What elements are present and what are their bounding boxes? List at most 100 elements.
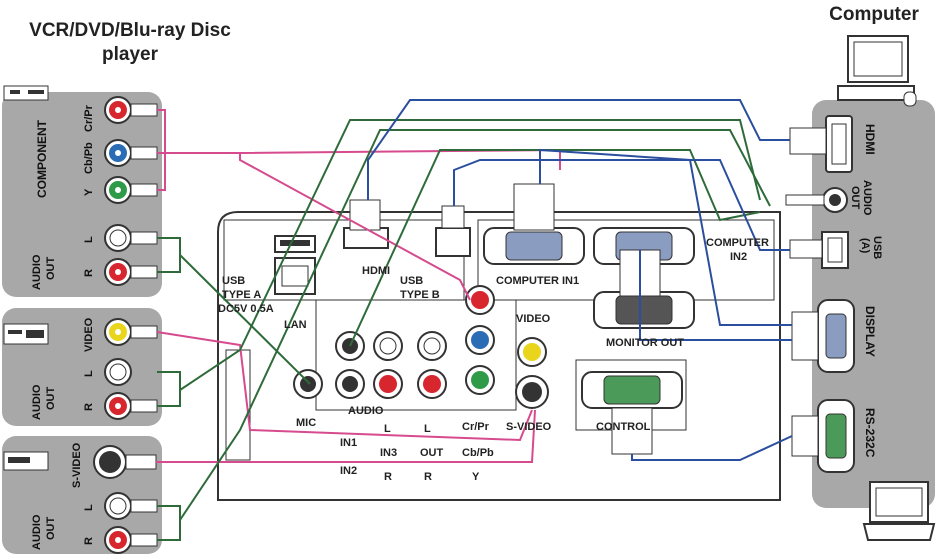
- label-audio: AUDIO: [348, 405, 384, 417]
- port-audio-out: [785, 187, 848, 213]
- projector-jack-row-top: [335, 285, 495, 395]
- blue-cable-monitor-out: [639, 250, 792, 341]
- label-proj-cb-pb: Cb/Pb: [462, 447, 494, 459]
- label-usb-type-a-2: TYPE A: [222, 289, 261, 301]
- green-cable-audio-1: [179, 254, 311, 385]
- label-proj-video: VIDEO: [516, 313, 551, 325]
- label-in2: IN2: [340, 465, 357, 477]
- projector-connectors: [274, 183, 695, 455]
- projector-svideo-jack: [515, 375, 549, 409]
- label-video: VIDEO: [83, 317, 95, 352]
- label-computer-in2-2: IN2: [730, 251, 747, 263]
- label-audio-out-3a: AUDIO: [31, 514, 43, 550]
- label-r-out: R: [424, 471, 432, 483]
- projector-video-jack: [517, 337, 547, 367]
- label-usb-type-b-2: TYPE B: [400, 289, 440, 301]
- label-proj-y: Y: [472, 471, 480, 483]
- label-audio-out-pc-a: AUDIO: [861, 180, 873, 216]
- laptop-icon: [862, 481, 936, 541]
- label-control: CONTROL: [596, 421, 651, 433]
- green-cable-audio-3: [179, 129, 771, 521]
- label-audio-r-1: R: [83, 269, 95, 277]
- jack-audio-l-2: [104, 358, 132, 386]
- label-audio-l-1: L: [83, 236, 95, 243]
- label-usb-pc: USB: [871, 236, 883, 259]
- label-y: Y: [83, 188, 95, 196]
- right-ports: [785, 115, 855, 473]
- blue-cable-hdmi: [367, 99, 790, 200]
- green-audio-bundle-3: [157, 505, 181, 541]
- label-lan: LAN: [284, 319, 307, 331]
- projector-labels: HDMI USB TYPE A DC5V 0.5A LAN USB TYPE B…: [218, 237, 769, 483]
- vcr-icon: [3, 85, 49, 101]
- label-usb-type-a-1: USB: [222, 275, 245, 287]
- usb-type-b-port: [435, 205, 471, 257]
- projector-jack-row-bottom: [293, 369, 447, 399]
- label-audio-out-2a: AUDIO: [31, 384, 43, 420]
- label-proj-svideo: S-VIDEO: [506, 421, 552, 433]
- jack-s-video: [93, 445, 157, 479]
- titles: VCR/DVD/Blu-ray Disc player Computer: [29, 4, 919, 65]
- label-l-out: L: [424, 423, 431, 435]
- jack-video: [104, 318, 158, 346]
- label-out: OUT: [420, 447, 444, 459]
- jack-audio-r-3: [104, 526, 158, 554]
- port-usb-a: [789, 231, 849, 269]
- left-panel-labels: COMPONENT Cr/Pr Cb/Pb Y AUDIO OUT L R VI…: [31, 104, 95, 550]
- label-cr-pr: Cr/Pr: [83, 104, 95, 132]
- label-proj-hdmi: HDMI: [362, 265, 390, 277]
- blue-cable-usb: [453, 159, 790, 251]
- label-proj-cr-pr: Cr/Pr: [462, 421, 490, 433]
- control-port: [581, 371, 683, 455]
- label-audio-out-pc-b: OUT: [849, 186, 861, 210]
- pink-cable-video: [156, 331, 533, 442]
- jack-audio-l-3: [104, 492, 158, 520]
- label-audio-l-2: L: [83, 370, 95, 377]
- label-in1: IN1: [340, 437, 357, 449]
- label-usb-type-b-1: USB: [400, 275, 423, 287]
- label-hdmi-pc: HDMI: [863, 124, 877, 155]
- player-title-line2: player: [102, 44, 159, 65]
- bluray-icon: [3, 451, 49, 471]
- jack-audio-l-1: [104, 224, 158, 252]
- label-audio-out-1b: OUT: [45, 257, 57, 281]
- label-audio-out-3b: OUT: [45, 517, 57, 541]
- label-computer-in2-1: COMPUTER: [706, 237, 769, 249]
- label-audio-out-1a: AUDIO: [31, 254, 43, 290]
- green-cable-audio-2: [179, 119, 761, 391]
- pink-cable-component-bundle: [157, 109, 166, 191]
- player-title-line1: VCR/DVD/Blu-ray Disc: [29, 20, 231, 41]
- label-usb-pc-a: (A): [859, 238, 871, 254]
- port-hdmi: [789, 115, 853, 173]
- lan-port: [274, 257, 316, 295]
- label-usb-type-a-3: DC5V 0.5A: [218, 303, 274, 315]
- label-computer-in1: COMPUTER IN1: [496, 275, 579, 287]
- dvd-icon: [3, 323, 49, 345]
- port-display: [791, 299, 855, 373]
- pink-cable-svideo: [156, 409, 536, 463]
- computer-title: Computer: [829, 4, 919, 25]
- label-audio-out-2b: OUT: [45, 387, 57, 411]
- label-r-in3: R: [384, 471, 392, 483]
- green-cable-audio-out: [349, 149, 761, 347]
- left-jacks: [93, 96, 158, 554]
- usb-type-a-port: [274, 235, 316, 253]
- label-display: DISPLAY: [863, 306, 877, 357]
- label-monitor-out: MONITOR OUT: [606, 337, 684, 349]
- computer-icon: [837, 35, 917, 107]
- port-rs232c: [791, 399, 855, 473]
- label-audio-r-3: R: [83, 537, 95, 545]
- blue-cable-display-in1: [539, 148, 792, 326]
- label-cb-pb: Cb/Pb: [83, 142, 95, 174]
- pink-cable-cr: [157, 152, 471, 301]
- cables: [156, 99, 793, 541]
- label-in3: IN3: [380, 447, 397, 459]
- label-l-in3: L: [384, 423, 391, 435]
- label-audio-r-2: R: [83, 403, 95, 411]
- right-panel-labels: HDMI AUDIO OUT USB (A) DISPLAY RS-232C: [849, 124, 883, 458]
- jack-cb-pb: [104, 139, 158, 167]
- label-s-video: S-VIDEO: [71, 442, 83, 488]
- jack-audio-r-1: [104, 258, 158, 286]
